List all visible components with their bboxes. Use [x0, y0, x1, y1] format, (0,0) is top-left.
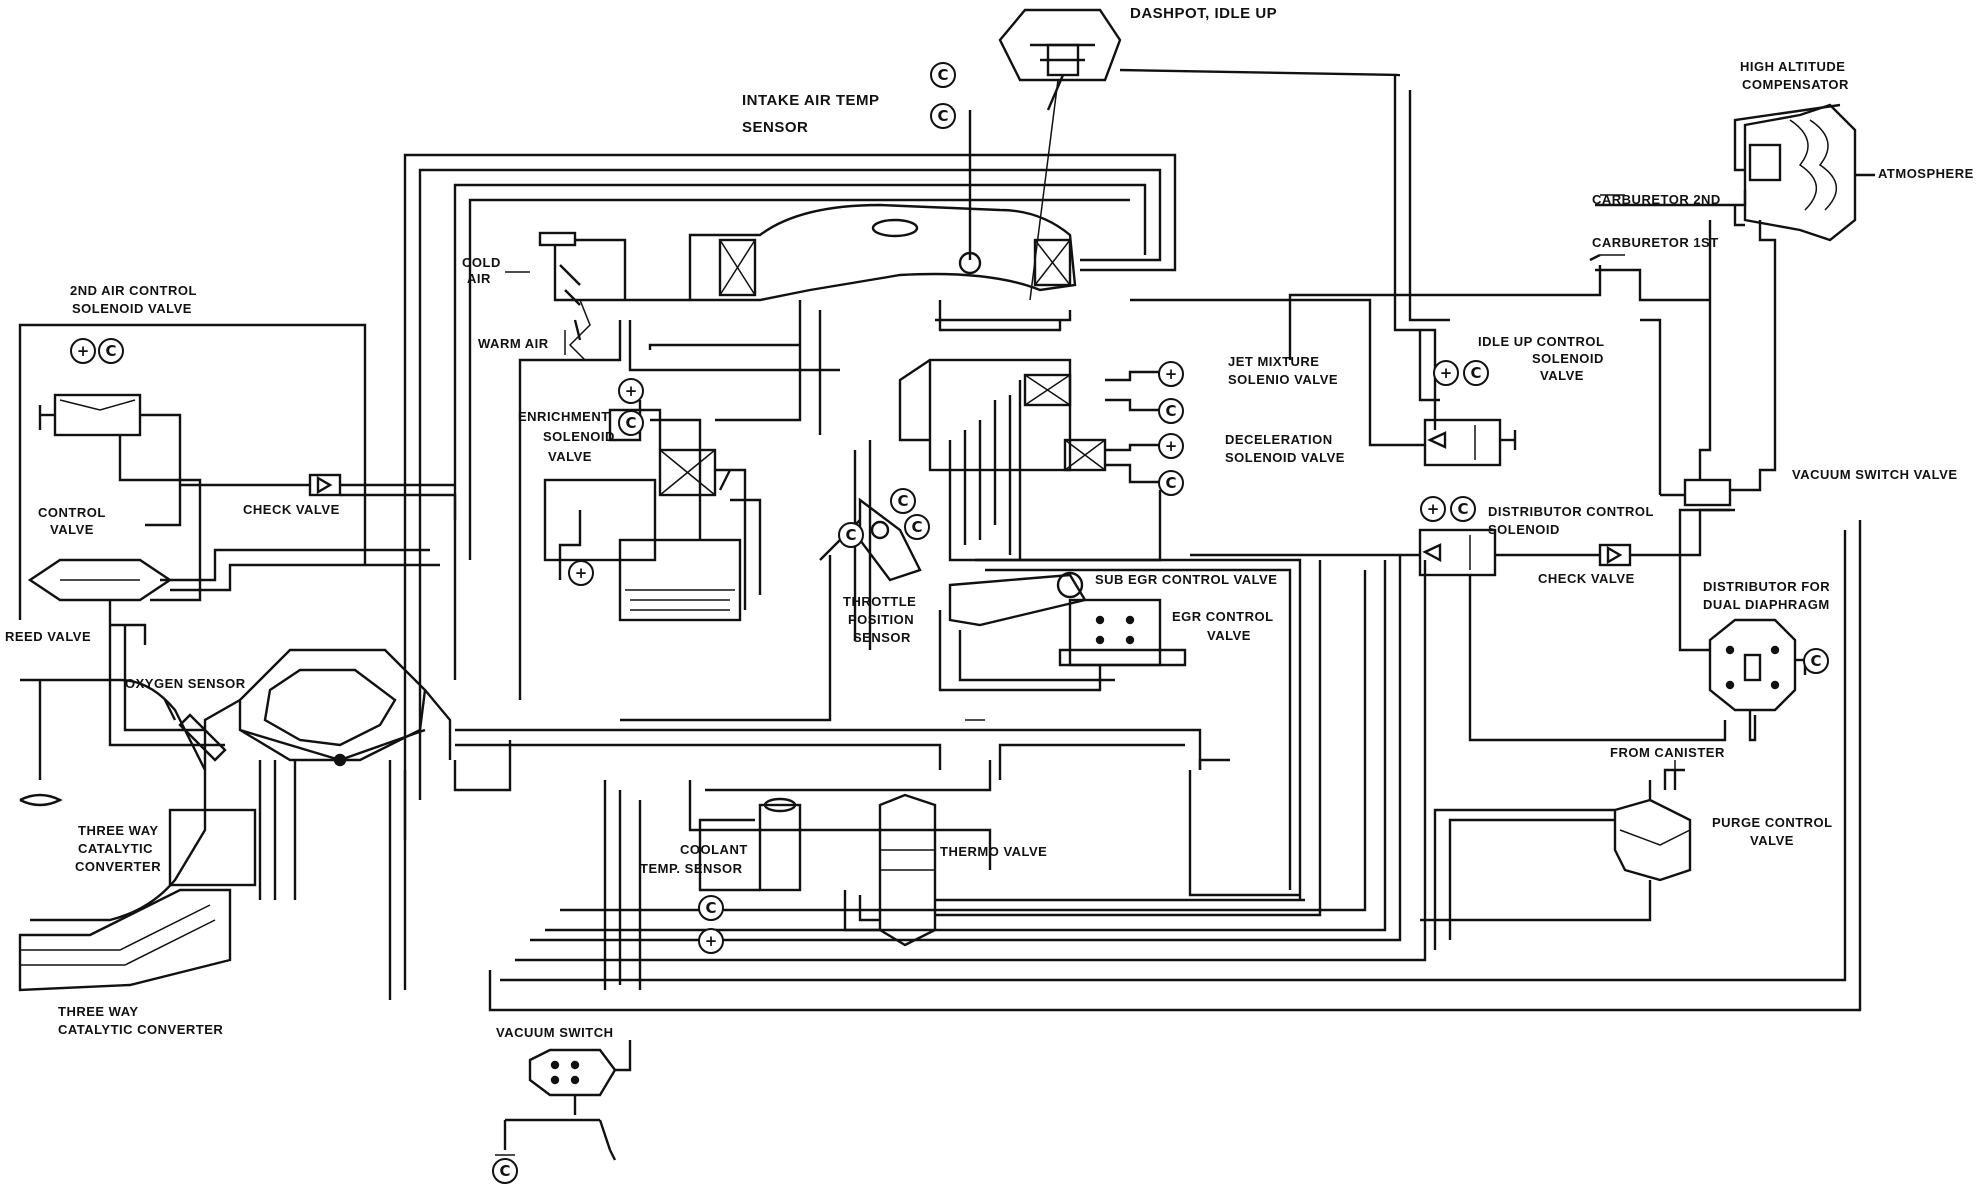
vacuum-switch-valve-label: VACUUM SWITCH VALVE	[1792, 467, 1958, 482]
deceleration-solenoid-label-line2: SOLENOID VALVE	[1225, 450, 1345, 465]
coolant-temp-sensor-label-line2: TEMP. SENSOR	[640, 861, 743, 876]
oxygen-sensor-label: OXYGEN SENSOR	[125, 676, 246, 691]
vacuum-hoses-top	[403, 75, 1450, 840]
idle-up-control-label-line3: VALVE	[1540, 368, 1584, 383]
reed-valve-label: REED VALVE	[5, 629, 92, 644]
vacuum-hoses-bottom	[453, 520, 1862, 1012]
control-valve-label-line1: CONTROL	[38, 505, 106, 520]
idle-up-control-label-line2: SOLENOID	[1532, 351, 1604, 366]
battery-positive-symbol: +	[1433, 360, 1459, 386]
warm-air-label: WARM AIR	[478, 336, 549, 351]
computer-terminal-symbol: C	[1158, 398, 1184, 424]
three-way-catalytic-a-label-line1: THREE WAY	[78, 823, 159, 838]
high-altitude-compensator-label-line2: COMPENSATOR	[1742, 77, 1849, 92]
battery-positive-symbol: +	[1158, 433, 1184, 459]
computer-terminal-symbol: C	[904, 514, 930, 540]
check-valve-left-label: CHECK VALVE	[243, 502, 340, 517]
distributor-control-label-line1: DISTRIBUTOR CONTROL	[1488, 504, 1654, 519]
from-canister-label: FROM CANISTER	[1610, 745, 1725, 760]
three-way-catalytic-b-label-line1: THREE WAY	[58, 1004, 139, 1019]
high-altitude-compensator-label-line1: HIGH ALTITUDE	[1740, 59, 1846, 74]
air-cleaner-housing	[688, 203, 1077, 302]
atmosphere-label: ATMOSPHERE	[1878, 166, 1974, 181]
battery-positive-symbol: +	[698, 928, 724, 954]
engine-exhaust-manifold	[108, 625, 1202, 1000]
enrichment-solenoid-label-line3: VALVE	[548, 449, 592, 464]
idle-up-control-solenoid	[1130, 298, 1517, 467]
sub-egr-control-valve-label: SUB EGR CONTROL VALVE	[1095, 572, 1278, 587]
deceleration-solenoid-label-line1: DECELERATION	[1225, 432, 1333, 447]
vacuum-switch-label: VACUUM SWITCH	[496, 1025, 614, 1040]
carburetor-2nd-label: CARBURETOR 2ND	[1592, 192, 1721, 207]
second-air-control-label-line1: 2ND AIR CONTROL	[70, 283, 197, 298]
jet-mixture-decel-solenoid-wires	[1105, 370, 1160, 484]
idle-up-control-label-line1: IDLE UP CONTROL	[1478, 334, 1605, 349]
hot-air-control-valve	[538, 231, 690, 361]
egr-control-valve-label-line1: EGR CONTROL	[1172, 609, 1274, 624]
check-valve-right-label: CHECK VALVE	[1538, 571, 1635, 586]
flow-arrows	[505, 174, 1875, 780]
egr-control-valve-label-line2: VALVE	[1207, 628, 1251, 643]
three-way-catalytic-a-label-line3: CONVERTER	[75, 859, 162, 874]
computer-terminal-symbol: C	[698, 895, 724, 921]
computer-terminal-symbol: C	[98, 338, 124, 364]
computer-terminal-symbol: C	[492, 1158, 518, 1184]
catalytic-converters	[18, 678, 257, 992]
dashpot-idle-up-label: DASHPOT, IDLE UP	[1130, 5, 1278, 22]
computer-terminal-symbol: C	[618, 410, 644, 436]
battery-positive-symbol: +	[568, 560, 594, 586]
high-altitude-compensator-body	[1589, 103, 1875, 270]
enrichment-solenoid-label-line1: ENRICHMENT	[518, 409, 610, 424]
vacuum-switch-valve-body	[1288, 220, 1777, 507]
three-way-catalytic-b-label-line2: CATALYTIC CONVERTER	[58, 1022, 224, 1037]
check-valve-left	[180, 473, 457, 520]
computer-terminal-symbol: C	[930, 62, 956, 88]
throttle-position-sensor-label-line2: POSITION	[848, 612, 915, 627]
vacuum-switch-body	[495, 1040, 632, 1161]
carburetor-1st-label: CARBURETOR 1ST	[1592, 235, 1719, 250]
reed-valve	[110, 623, 147, 645]
computer-terminal-symbol: C	[1803, 648, 1829, 674]
purge-control-valve-label-line2: VALVE	[1750, 833, 1794, 848]
distributor-control-solenoid	[1190, 508, 1735, 742]
throttle-position-sensor-label-line3: SENSOR	[853, 630, 911, 645]
battery-positive-symbol: +	[618, 378, 644, 404]
three-way-catalytic-a-label-line2: CATALYTIC	[78, 841, 154, 856]
enrichment-solenoid-valve	[543, 400, 762, 622]
intake-air-temp-sensor-label-line1: INTAKE AIR TEMP	[742, 92, 880, 109]
thermo-valve-label: THERMO VALVE	[940, 844, 1048, 859]
battery-positive-symbol: +	[1420, 496, 1446, 522]
purge-control-valve-body	[1420, 768, 1692, 950]
coolant-thermo-valve	[698, 560, 1322, 947]
jet-mixture-label-line1: JET MIXTURE	[1228, 354, 1320, 369]
distributor-control-label-line2: SOLENOID	[1488, 522, 1560, 537]
cold-air-label-line1: COLD	[462, 255, 501, 270]
distributor-dual-diaphragm-label-line2: DUAL DIAPHRAGM	[1703, 597, 1830, 612]
computer-terminal-symbol: C	[930, 103, 956, 129]
second-air-control-box	[18, 323, 440, 625]
coolant-temp-sensor-label-line1: COOLANT	[680, 842, 748, 857]
computer-terminal-symbol: C	[1158, 470, 1184, 496]
oxygen-sensor-probe	[163, 699, 227, 762]
computer-terminal-symbol: C	[1450, 496, 1476, 522]
cold-air-label-line2: AIR	[467, 271, 491, 286]
distributor-dual-diaphragm-label-line1: DISTRIBUTOR FOR	[1703, 579, 1831, 594]
purge-control-valve-label-line1: PURGE CONTROL	[1712, 815, 1833, 830]
battery-positive-symbol: +	[1158, 361, 1184, 387]
intake-air-temp-sensor-label-line2: SENSOR	[742, 119, 809, 136]
computer-terminal-symbol: C	[1463, 360, 1489, 386]
control-valve-label-line2: VALVE	[50, 522, 94, 537]
intake-air-temp-sensor	[958, 251, 982, 275]
throttle-position-sensor-label-line1: THROTTLE	[843, 594, 917, 609]
jet-mixture-label-line2: SOLENIO VALVE	[1228, 372, 1339, 387]
computer-terminal-symbol: C	[890, 488, 916, 514]
distributor-dual-diaphragm-body	[1678, 508, 1807, 742]
enrichment-solenoid-label-line2: SOLENOID	[543, 429, 615, 444]
computer-terminal-symbol: C	[838, 522, 864, 548]
second-air-control-label-line2: SOLENOID VALVE	[72, 301, 192, 316]
battery-positive-symbol: +	[70, 338, 96, 364]
